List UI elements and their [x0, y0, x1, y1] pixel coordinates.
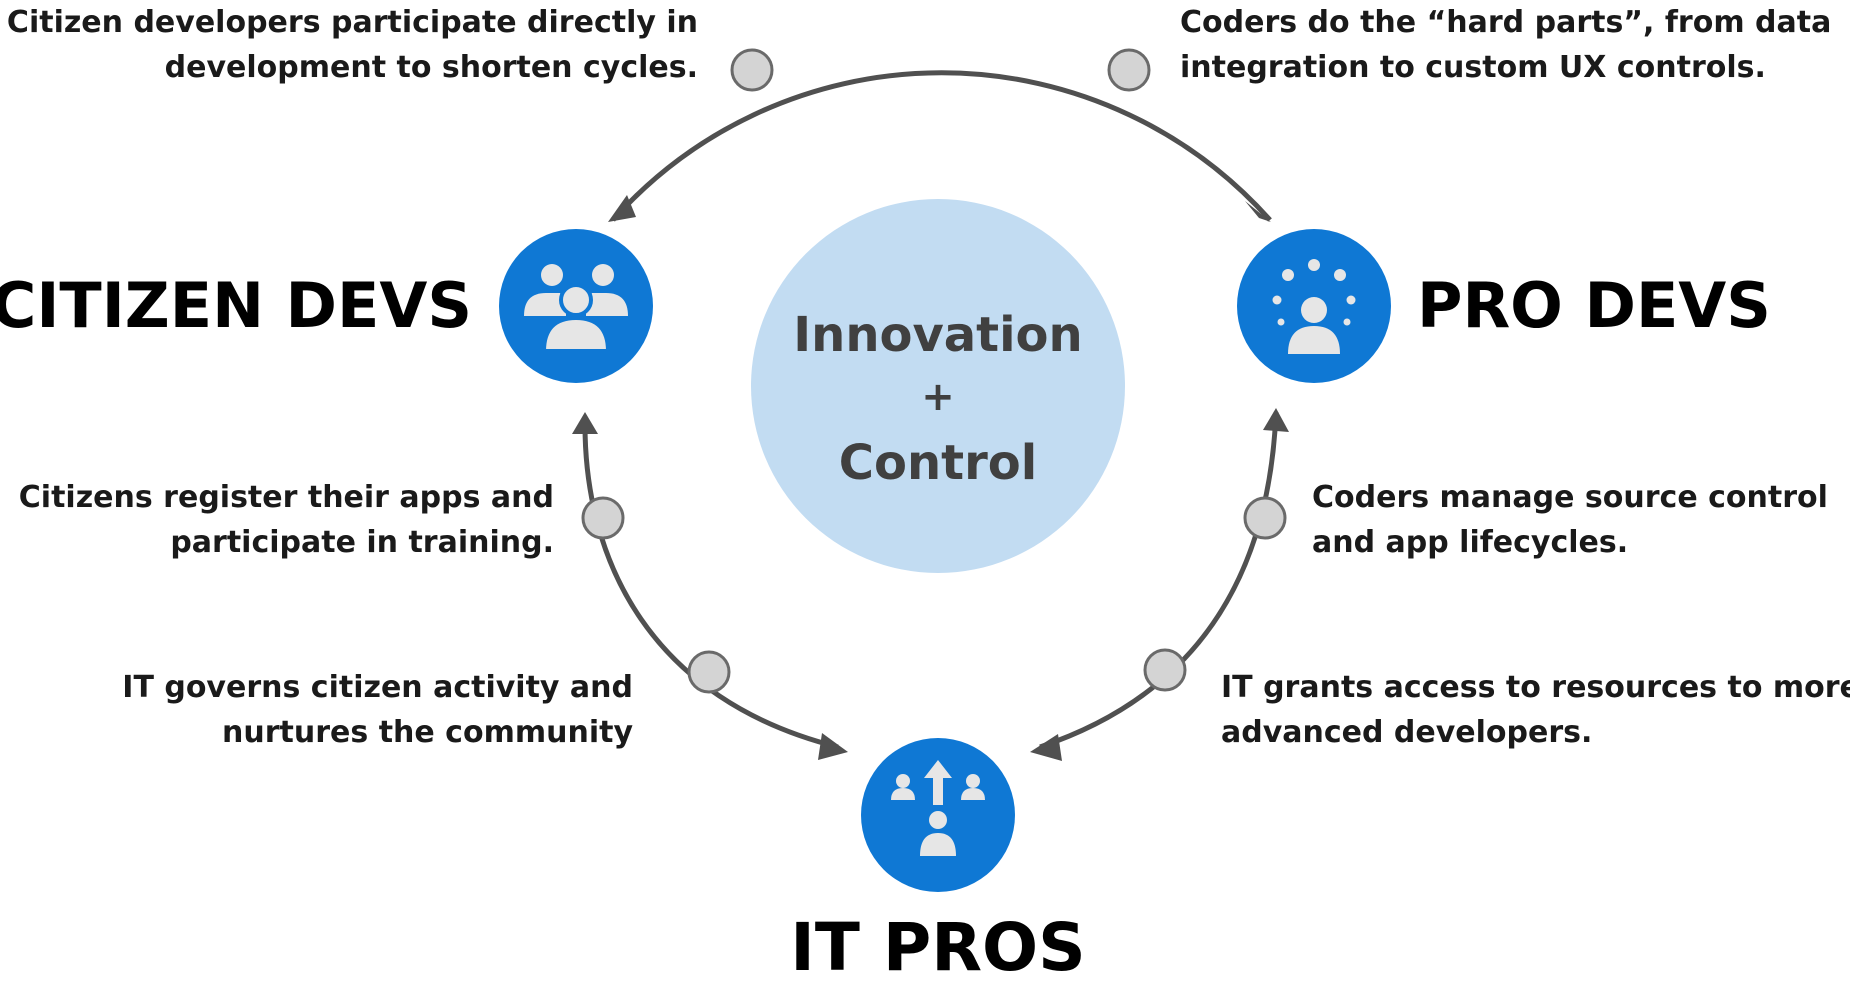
arc-top	[611, 70, 1272, 222]
node-mid-right	[1243, 496, 1287, 540]
node-bottom-left	[687, 650, 731, 694]
center-control: Control	[838, 435, 1038, 491]
desc-mid-left-line2: participate in training.	[170, 525, 554, 560]
center-circle	[751, 199, 1125, 573]
center-plus: +	[921, 374, 955, 420]
node-mid-left	[581, 496, 625, 540]
person-with-radiating-dots-icon	[1272, 259, 1356, 354]
node-bottom-right	[1143, 648, 1187, 692]
desc-top-left: Citizen developers participate directly …	[7, 0, 698, 90]
arrowhead-to-it-left	[818, 733, 848, 760]
desc-bottom-left-line1: IT governs citizen activity and	[122, 670, 633, 705]
role-pro-devs: PRO DEVS	[1417, 269, 1771, 342]
arrowhead-to-pro	[1245, 201, 1271, 222]
desc-mid-right-line1: Coders manage source control	[1312, 480, 1828, 515]
role-it-pros: IT PROS	[790, 909, 1086, 986]
arrowhead-up-pro	[1263, 408, 1289, 432]
desc-top-left-line1: Citizen developers participate directly …	[6, 5, 698, 40]
desc-top-left-line2: development to shorten cycles.	[164, 50, 698, 85]
desc-bottom-left: IT governs citizen activity and nurtures…	[122, 665, 633, 755]
arc-right	[1039, 411, 1279, 750]
arrowhead-to-citizen	[608, 195, 636, 222]
desc-bottom-right: IT grants access to resources to more ad…	[1221, 665, 1850, 755]
desc-mid-left: Citizens register their apps and partici…	[19, 475, 554, 565]
arc-left	[582, 424, 839, 750]
desc-top-right-line2: integration to custom UX controls.	[1180, 50, 1766, 85]
arrowhead-up-citizen	[572, 412, 598, 434]
pro-devs-icon-badge	[1237, 229, 1391, 383]
desc-mid-right: Coders manage source control and app lif…	[1312, 475, 1828, 565]
node-top-left	[730, 48, 774, 92]
center-innovation: Innovation	[793, 307, 1083, 363]
people-with-up-arrow-icon	[891, 760, 985, 856]
citizen-devs-icon-badge	[499, 229, 653, 383]
node-top-right	[1107, 48, 1151, 92]
desc-bottom-right-line2: advanced developers.	[1221, 715, 1593, 750]
desc-top-right: Coders do the “hard parts”, from data in…	[1180, 0, 1831, 90]
desc-bottom-right-line1: IT grants access to resources to more	[1221, 670, 1850, 705]
desc-top-right-line1: Coders do the “hard parts”, from data	[1180, 5, 1832, 40]
desc-mid-right-line2: and app lifecycles.	[1312, 525, 1629, 560]
it-pros-icon-badge	[861, 738, 1015, 892]
desc-bottom-left-line2: nurtures the community	[222, 715, 633, 750]
role-citizen-devs: CITIZEN DEVS	[0, 269, 472, 342]
desc-mid-left-line1: Citizens register their apps and	[18, 480, 554, 515]
group-of-people-icon	[524, 264, 628, 353]
arrowhead-to-it-right	[1030, 734, 1062, 761]
